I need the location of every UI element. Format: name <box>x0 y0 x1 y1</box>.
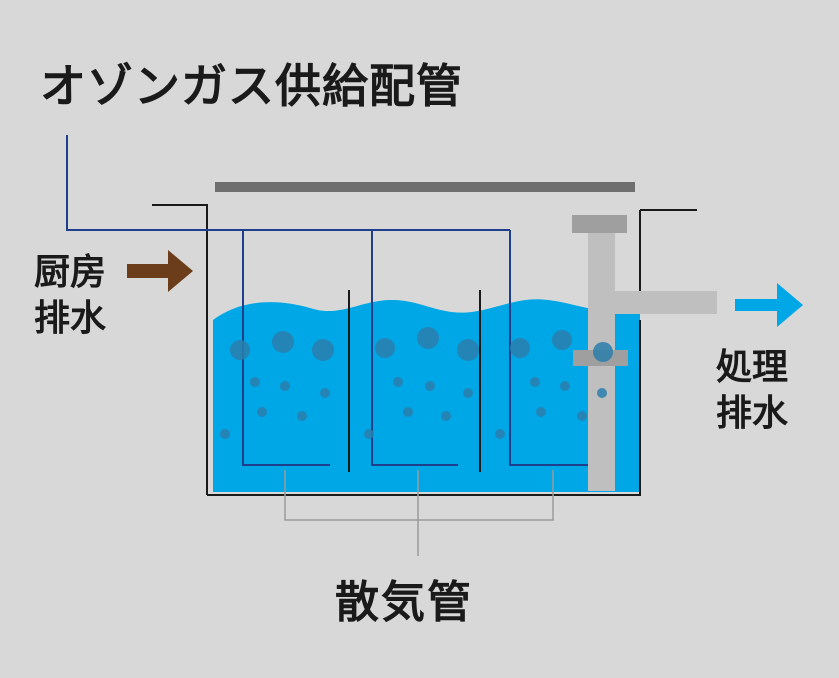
outlet-pipe-top-cap <box>572 215 627 233</box>
tank-wall-right-lower <box>207 320 641 496</box>
outlet-frame <box>639 210 697 293</box>
ozone-main-line <box>66 135 510 231</box>
ozone-gas-supply-pipe-label: オゾンガス供給配管 <box>40 59 463 113</box>
ozone-branch-2 <box>371 230 458 466</box>
outlet-pipe-horizontal <box>615 291 717 314</box>
outflow-arrow <box>735 283 803 327</box>
tank-wall-left <box>152 204 208 495</box>
ozone-branch-1 <box>242 230 330 466</box>
ozone-branch-3 <box>509 230 590 466</box>
kitchen-drain-label: 厨房排水 <box>34 252 107 339</box>
tank-lid <box>215 182 635 192</box>
diffuser-pipe-label: 散気管 <box>335 577 473 628</box>
inflow-arrow <box>127 250 193 292</box>
bubbles <box>220 327 613 439</box>
diffuser-leader <box>284 470 554 521</box>
treated-drain-label: 処理排水 <box>716 347 789 434</box>
